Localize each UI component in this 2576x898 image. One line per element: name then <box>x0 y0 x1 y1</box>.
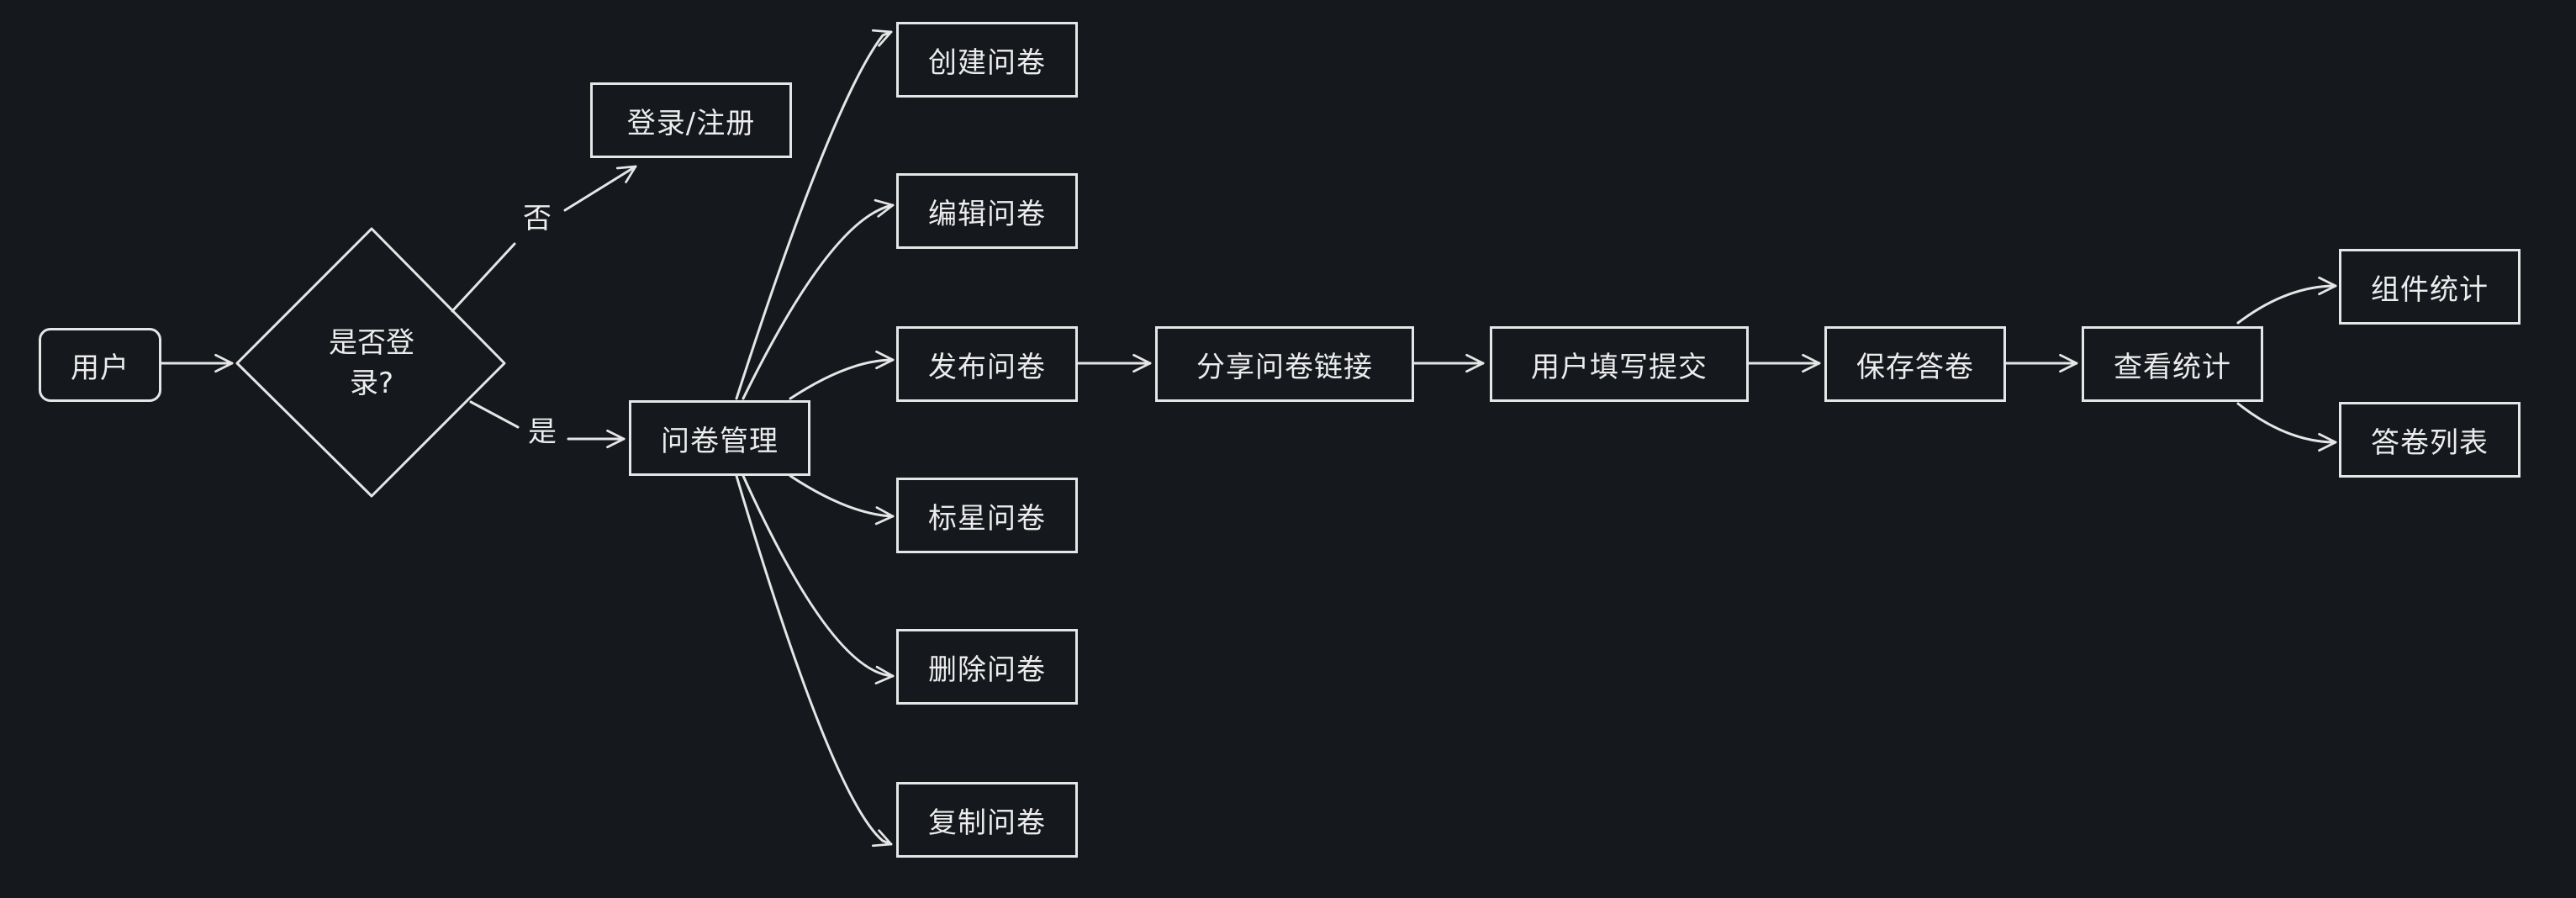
node-save-answers: 保存答卷 <box>1824 326 2006 402</box>
node-answer-list-label: 答卷列表 <box>2371 425 2489 460</box>
node-user-fill-submit: 用户填写提交 <box>1490 326 1749 402</box>
node-share-link-label: 分享问卷链接 <box>1196 350 1373 384</box>
decision-label: 是否登 录? <box>329 326 414 400</box>
node-create-questionnaire-label: 创建问卷 <box>928 45 1046 80</box>
node-edit-questionnaire-label: 编辑问卷 <box>928 197 1046 231</box>
node-view-statistics: 查看统计 <box>2082 326 2263 402</box>
node-questionnaire-management-label: 问卷管理 <box>661 424 779 458</box>
node-login-register-label: 登录/注册 <box>626 106 756 140</box>
edge-manage-to-edit <box>742 198 895 400</box>
edge-label-no: 否 <box>518 200 557 237</box>
node-edit-questionnaire: 编辑问卷 <box>896 173 1078 249</box>
edge-manage-to-create <box>735 29 893 400</box>
node-star-questionnaire-label: 标星问卷 <box>928 501 1046 536</box>
node-save-answers-label: 保存答卷 <box>1856 350 1974 384</box>
node-publish-questionnaire-label: 发布问卷 <box>928 350 1046 384</box>
node-view-statistics-label: 查看统计 <box>2114 350 2231 384</box>
node-answer-list: 答卷列表 <box>2339 402 2521 478</box>
node-questionnaire-management: 问卷管理 <box>629 400 810 476</box>
edge-label-yes: 是 <box>523 414 562 451</box>
node-share-link: 分享问卷链接 <box>1155 326 1414 402</box>
edge-decision-to-manage <box>469 400 520 429</box>
edge-stats-to-component-stats <box>2236 276 2337 325</box>
node-star-questionnaire: 标星问卷 <box>896 478 1078 553</box>
node-user: 用户 <box>39 328 161 402</box>
node-copy-questionnaire: 复制问卷 <box>896 782 1078 858</box>
node-delete-questionnaire: 删除问卷 <box>896 629 1078 705</box>
node-copy-questionnaire-label: 复制问卷 <box>928 806 1046 840</box>
edge-manage-to-copy <box>735 474 893 848</box>
node-component-statistics: 组件统计 <box>2339 249 2521 325</box>
edge-stats-to-answer-list <box>2236 402 2337 452</box>
node-delete-questionnaire-label: 删除问卷 <box>928 652 1046 687</box>
node-user-label: 用户 <box>71 351 129 385</box>
node-component-statistics-label: 组件统计 <box>2371 272 2489 307</box>
node-user-fill-submit-label: 用户填写提交 <box>1531 350 1708 384</box>
node-publish-questionnaire: 发布问卷 <box>896 326 1078 402</box>
edge-decision-to-login <box>451 242 516 313</box>
node-create-questionnaire: 创建问卷 <box>896 22 1078 98</box>
node-login-register: 登录/注册 <box>590 82 792 158</box>
decision-diamond <box>235 227 506 498</box>
edge-manage-to-star <box>789 474 895 526</box>
edge-manage-to-delete <box>742 474 895 684</box>
edge-decision-to-login-arrow <box>563 165 637 212</box>
edge-manage-to-publish <box>789 350 895 400</box>
